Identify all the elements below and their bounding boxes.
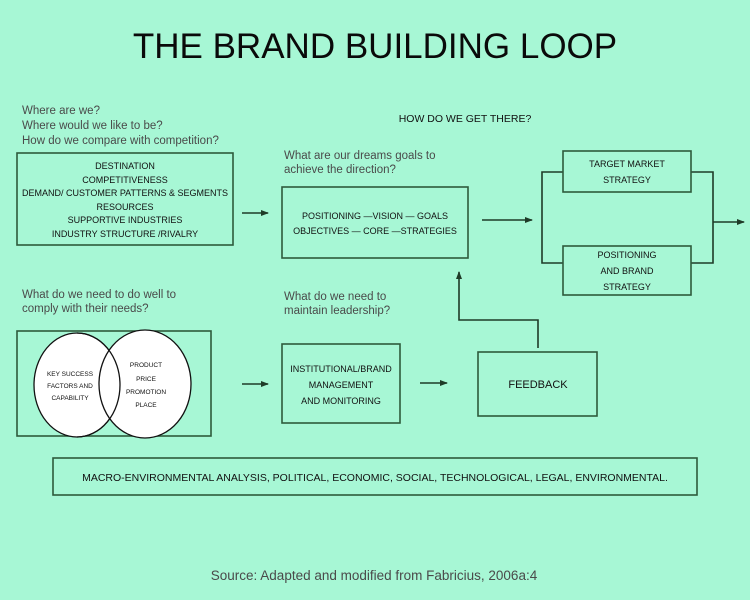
question: How do we compare with competition?: [22, 135, 219, 147]
venn-left-line: FACTORS AND: [47, 383, 93, 390]
page-title: THE BRAND BUILDING LOOP: [133, 27, 617, 66]
analysis-item: DEMAND/ CUSTOMER PATTERNS & SEGMENTS: [22, 188, 228, 198]
feedback-label: FEEDBACK: [508, 379, 568, 391]
question: What do we need to do well to: [22, 289, 176, 301]
feedback-arrow: [456, 271, 539, 348]
question: Where are we?: [22, 105, 100, 117]
positioning-brand-line: AND BRAND: [600, 266, 654, 276]
question: achieve the direction?: [284, 164, 396, 176]
venn-box: KEY SUCCESS FACTORS AND CAPABILITY PRODU…: [16, 329, 212, 439]
questions-bottom-middle: What do we need to maintain leadership?: [284, 291, 390, 317]
analysis-item: INDUSTRY STRUCTURE /RIVALRY: [52, 229, 198, 239]
bracket-left: [541, 171, 563, 264]
macro-label: MACRO-ENVIRONMENTAL ANALYSIS, POLITICAL,…: [82, 472, 668, 484]
positioning-line: OBJECTIVES — CORE —STRATEGIES: [293, 226, 457, 236]
analysis-item: SUPPORTIVE INDUSTRIES: [68, 215, 183, 225]
positioning-brand-line: POSITIONING: [597, 250, 656, 260]
analysis-box: DESTINATION COMPETITIVENESS DEMAND/ CUST…: [16, 152, 234, 246]
questions-top-middle: What are our dreams goals to achieve the…: [284, 150, 436, 176]
how-heading: HOW DO WE GET THERE?: [399, 113, 532, 125]
venn-left-line: KEY SUCCESS: [47, 371, 94, 378]
venn-right-line: PRODUCT: [130, 362, 162, 369]
target-market-box: TARGET MARKET STRATEGY: [562, 150, 692, 193]
source-caption: Source: Adapted and modified from Fabric…: [211, 568, 538, 583]
venn-left-line: CAPABILITY: [51, 395, 89, 402]
venn-right-line: PRICE: [136, 376, 157, 383]
positioning-brand-box: POSITIONING AND BRAND STRATEGY: [562, 245, 692, 296]
bracket-right: [691, 171, 714, 264]
question: maintain leadership?: [284, 305, 390, 317]
institutional-box: INSTITUTIONAL/BRAND MANAGEMENT AND MONIT…: [281, 343, 401, 424]
analysis-item: RESOURCES: [96, 202, 153, 212]
question: Where would we like to be?: [22, 120, 163, 132]
target-market-line: TARGET MARKET: [589, 159, 665, 169]
positioning-line: POSITIONING —VISION — GOALS: [302, 211, 448, 221]
question: What are our dreams goals to: [284, 150, 436, 162]
venn-right-line: PLACE: [135, 402, 157, 409]
questions-top-left: Where are we? Where would we like to be?…: [22, 105, 219, 147]
positioning-brand-line: STRATEGY: [603, 282, 651, 292]
analysis-item: DESTINATION: [95, 161, 155, 171]
venn-right-ellipse: [98, 329, 192, 439]
institutional-line: INSTITUTIONAL/BRAND: [290, 364, 392, 374]
institutional-line: MANAGEMENT: [309, 380, 374, 390]
positioning-box: POSITIONING —VISION — GOALS OBJECTIVES —…: [281, 186, 469, 259]
macro-box: MACRO-ENVIRONMENTAL ANALYSIS, POLITICAL,…: [52, 457, 698, 496]
institutional-line: AND MONITORING: [301, 396, 381, 406]
analysis-item: COMPETITIVENESS: [82, 175, 168, 185]
feedback-box: FEEDBACK: [477, 351, 598, 417]
questions-bottom-left: What do we need to do well to comply wit…: [22, 289, 176, 315]
target-market-line: STRATEGY: [603, 175, 651, 185]
venn-right-line: PROMOTION: [126, 389, 166, 396]
question: comply with their needs?: [22, 303, 149, 315]
question: What do we need to: [284, 291, 386, 303]
